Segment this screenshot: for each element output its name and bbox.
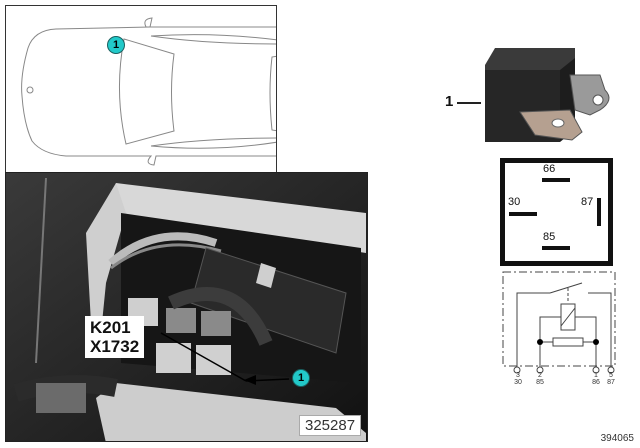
pin-label-30: 30 bbox=[508, 196, 521, 208]
pin-label-85: 85 bbox=[543, 231, 556, 243]
pin-85-bar bbox=[542, 246, 570, 250]
car-location-diagram: 1 bbox=[5, 5, 277, 172]
diagram-id: 394065 bbox=[600, 433, 634, 444]
terminal-30: 3 30 bbox=[514, 372, 522, 386]
component-label: K201 X1732 bbox=[85, 316, 145, 358]
connector-code-x1732: X1732 bbox=[90, 337, 140, 356]
terminal-87: 5 87 bbox=[607, 372, 615, 386]
component-code-k201: K201 bbox=[90, 318, 131, 337]
pin-87-bar bbox=[597, 198, 601, 226]
engine-bay-photo-icon bbox=[6, 173, 367, 441]
installation-photo: K201 X1732 1 325287 bbox=[5, 172, 368, 442]
terminal-86: 1 86 bbox=[592, 372, 600, 386]
circuit-diagram-icon bbox=[502, 271, 616, 374]
location-callout-badge: 1 bbox=[107, 36, 125, 54]
part-leader-line bbox=[457, 102, 481, 104]
photo-callout-badge: 1 bbox=[292, 369, 310, 387]
pin-label-66: 66 bbox=[543, 163, 556, 175]
pin-layout-diagram: 66 30 87 85 bbox=[500, 158, 613, 266]
part-number-label: 1 bbox=[445, 93, 454, 110]
pin-66-bar bbox=[542, 178, 570, 182]
pin-label-87: 87 bbox=[581, 196, 594, 208]
car-outline-icon bbox=[21, 17, 276, 166]
photo-reference-number: 325287 bbox=[299, 415, 362, 436]
pin-30-bar bbox=[509, 212, 537, 216]
relay-circuit-schematic: 3 30 2 85 1 86 5 87 bbox=[498, 268, 618, 388]
terminal-85: 2 85 bbox=[536, 372, 544, 386]
relay-part-icon bbox=[485, 48, 610, 142]
